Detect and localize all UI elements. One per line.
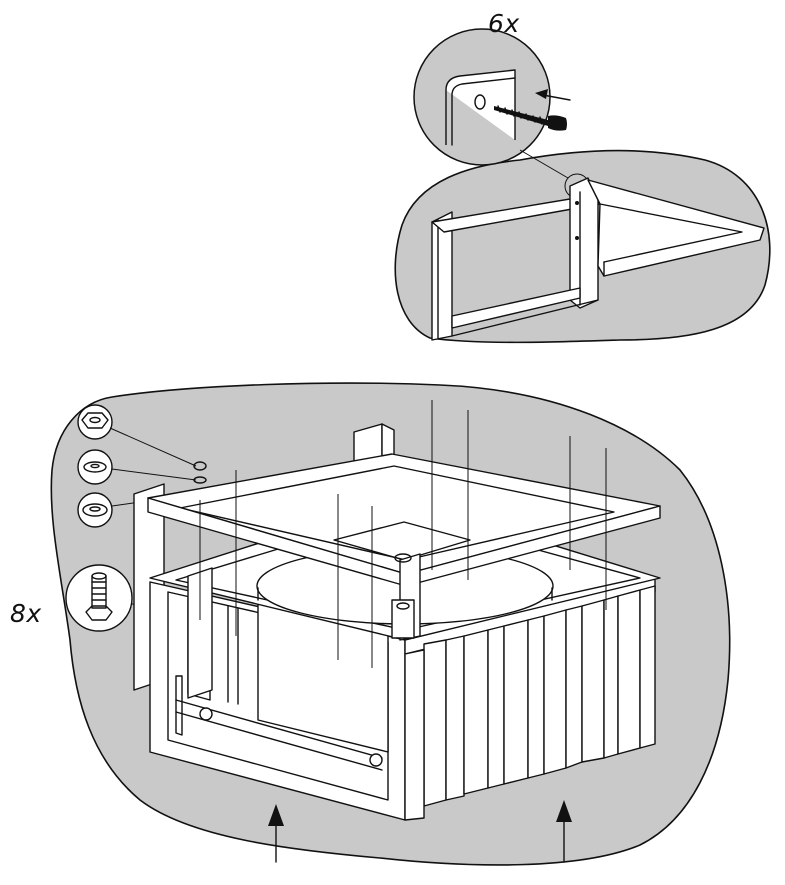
- bolt-callout: [65, 564, 133, 632]
- lock-washer-callout: [77, 492, 113, 528]
- hardware-callouts: [65, 404, 207, 632]
- upper-support-frame: [147, 423, 661, 699]
- top-assembly-step: 6x: [394, 9, 771, 344]
- screw-icon: [494, 105, 567, 131]
- bottom-quantity-label: 8x: [10, 599, 42, 628]
- bolt-icon: [85, 572, 113, 621]
- push-arrow-icon: [535, 89, 571, 101]
- heat-fins: [423, 585, 656, 807]
- hex-nut-icon: [81, 412, 109, 429]
- screw-hole: [474, 94, 486, 110]
- zoom-leader-line: [519, 149, 569, 179]
- bottom-assembly-step: 8x: [10, 382, 731, 866]
- alignment-guides: [199, 400, 607, 668]
- lift-arrow-left-icon: [268, 804, 284, 863]
- lock-washer-icon: [82, 503, 108, 517]
- side-bracket-frame: [431, 177, 765, 341]
- stove-base-box: [133, 483, 656, 821]
- top-quantity-label: 6x: [488, 9, 520, 38]
- bracket-plate: [445, 69, 516, 145]
- lift-arrow-right-icon: [556, 800, 572, 863]
- washer-icon: [83, 461, 107, 473]
